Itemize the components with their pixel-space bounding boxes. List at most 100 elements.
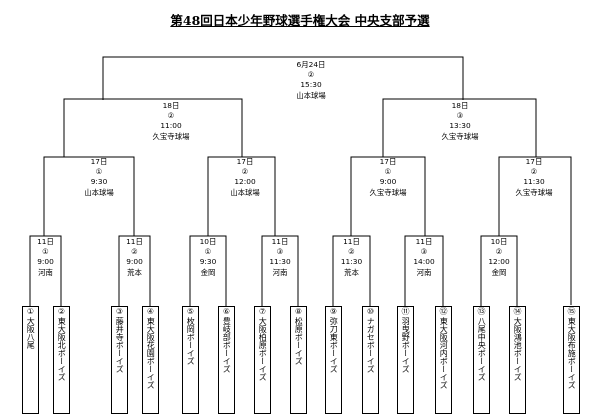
team-number: ④ [146, 307, 155, 316]
match-semi-left: 18日 ② 11:00 久宝寺球場 [136, 101, 206, 142]
match-r2: 11日 ② 9:00 荒本 [119, 237, 150, 278]
r7-bracket-line [480, 235, 518, 306]
match-time: 9:00 [379, 177, 397, 187]
team-box: ⑦ 大阪柏原ボーイズ [254, 306, 271, 414]
match-number: ② [495, 247, 503, 257]
team-name: 東大阪布施ボーイズ [567, 316, 577, 389]
match-venue: 山本球場 [84, 187, 114, 197]
semi-right-bracket-line [382, 98, 537, 157]
team-name: ナガセボーイズ [366, 316, 376, 373]
match-venue: 久宝寺球場 [515, 187, 553, 197]
team-box: ⑤ 枚岡ボーイズ [182, 306, 199, 414]
match-date: 11日 [126, 237, 143, 246]
team-number: ⑮ [567, 307, 576, 316]
match-date: 18日 [162, 101, 180, 110]
r4-bracket-line [261, 235, 299, 306]
team-name: 大阪八尾 [26, 316, 36, 349]
match-q2: 17日 ② 12:00 山本球場 [210, 157, 280, 198]
team-number: ⑭ [513, 307, 522, 316]
team-name: 東大阪花園ボーイズ [146, 316, 156, 389]
match-date: 11日 [37, 237, 54, 246]
r2-bracket-line [118, 235, 151, 306]
match-number: ③ [420, 247, 428, 257]
match-date: 17日 [90, 157, 108, 166]
team-name: 羽曳野ボーイズ [401, 316, 411, 373]
team-box: ① 大阪八尾 [22, 306, 39, 414]
match-date: 10日 [199, 237, 217, 246]
match-venue: 久宝寺球場 [152, 131, 190, 141]
match-time: 11:30 [340, 257, 363, 267]
team-box: ⑧ 松原ボーイズ [290, 306, 307, 414]
match-venue: 久宝寺球場 [369, 187, 407, 197]
team-box: ⑭ 大阪鴻池ボーイズ [509, 306, 526, 414]
match-venue: 河南 [416, 267, 432, 277]
match-time: 14:00 [413, 257, 435, 267]
team-box: ② 東大阪北ボーイズ [53, 306, 70, 414]
match-number: ② [530, 167, 538, 177]
match-venue: 荒本 [344, 267, 359, 277]
team-box: ⑬ 八尾中央ボーイズ [473, 306, 490, 414]
match-date: 18日 [451, 101, 469, 110]
team-box: ⑮ 東大阪布施ボーイズ [563, 306, 580, 414]
match-venue: 金岡 [200, 267, 216, 277]
team-box: ⑩ ナガセボーイズ [362, 306, 379, 414]
match-r7: 10日 ② 12:00 金岡 [481, 237, 517, 278]
match-q1: 17日 ① 9:30 山本球場 [64, 157, 134, 198]
match-time: 11:30 [523, 177, 545, 187]
page-title: 第48回日本少年野球選手権大会 中央支部予選 [170, 13, 430, 28]
team-name: 松原ボーイズ [294, 316, 304, 365]
team-name: 大阪柏原ボーイズ [258, 316, 268, 381]
team-name: 八尾中央ボーイズ [477, 316, 487, 381]
match-venue: 河南 [272, 267, 288, 277]
r6-bracket-line [404, 235, 444, 306]
match-time: 15:30 [300, 80, 322, 90]
team-name: 藤井寺ボーイズ [115, 316, 125, 373]
match-number: ② [167, 111, 175, 121]
match-time: 12:00 [488, 257, 510, 267]
team-name: 弥刀東ボーイズ [329, 316, 339, 373]
match-venue: 荒本 [127, 267, 142, 277]
r5-bracket-line [332, 235, 371, 306]
team-box: ⑥ 豊岐部ボーイズ [218, 306, 235, 414]
match-number: ③ [456, 111, 464, 121]
match-number: ② [131, 247, 138, 257]
match-time: 9:00 [37, 257, 54, 267]
team-box: ③ 藤井寺ボーイズ [111, 306, 128, 414]
team-number: ⑧ [294, 307, 303, 316]
team-box: ⑫ 東大阪河内ボーイズ [435, 306, 452, 414]
q4-bracket-line [498, 156, 572, 305]
match-number: ① [95, 167, 103, 177]
team-number: ⑥ [222, 307, 231, 316]
match-r5: 11日 ② 11:30 荒本 [333, 237, 370, 278]
match-r3: 10日 ① 9:30 金岡 [190, 237, 226, 278]
team-name: 東大阪北ボーイズ [57, 316, 67, 381]
match-number: ② [348, 247, 355, 257]
match-venue: 山本球場 [230, 187, 260, 197]
match-final: 6月24日 ② 15:30 山本球場 [283, 60, 339, 101]
team-name: 東大阪河内ボーイズ [439, 316, 449, 389]
match-date: 10日 [490, 237, 508, 246]
match-venue: 久宝寺球場 [441, 131, 479, 141]
match-number: ② [241, 167, 249, 177]
team-number: ⑩ [366, 307, 375, 316]
team-number: ⑦ [258, 307, 267, 316]
match-number: ② [307, 70, 315, 80]
match-date: 11日 [415, 237, 433, 246]
match-venue: 金岡 [491, 267, 507, 277]
match-date: 17日 [525, 157, 543, 166]
q2-bracket-line [207, 156, 276, 236]
match-venue: 河南 [38, 267, 53, 277]
q3-bracket-line [350, 156, 426, 236]
team-number: ③ [115, 307, 124, 316]
match-time: 9:30 [90, 177, 108, 187]
match-time: 9:00 [126, 257, 143, 267]
team-number: ⑫ [439, 307, 448, 316]
final-bracket-line [102, 56, 464, 100]
match-q4: 17日 ② 11:30 久宝寺球場 [499, 157, 569, 198]
team-box: ④ 東大阪花園ボーイズ [142, 306, 159, 414]
team-name: 豊岐部ボーイズ [222, 316, 232, 373]
match-date: 6月24日 [296, 60, 326, 69]
r1-bracket-line [29, 235, 62, 306]
match-r4: 11日 ③ 11:30 河南 [262, 237, 298, 278]
